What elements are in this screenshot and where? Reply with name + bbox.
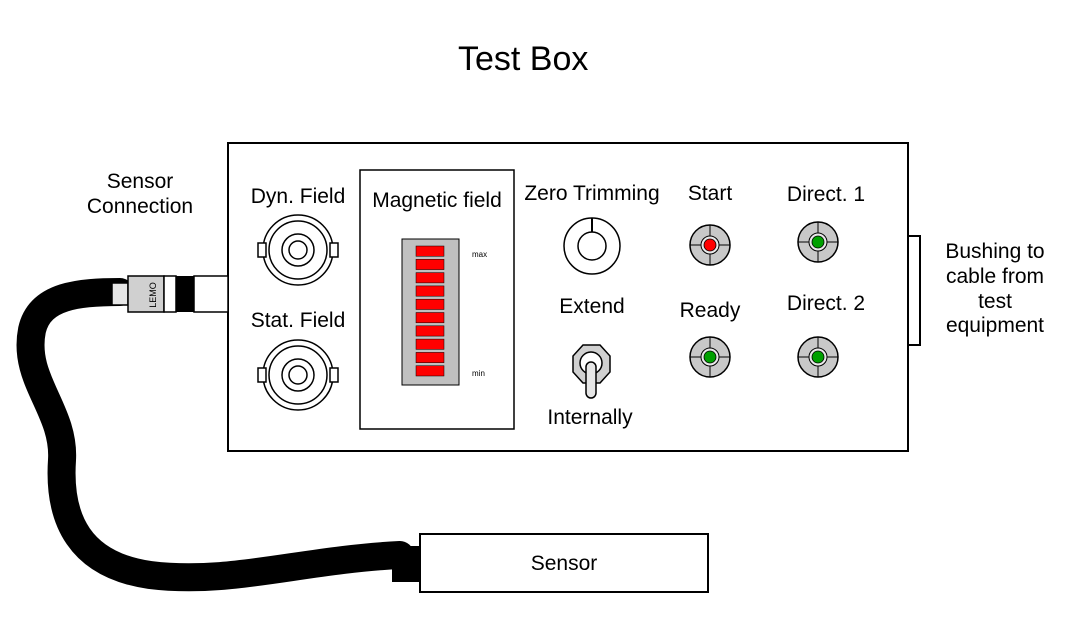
led-indicator-icon	[797, 221, 839, 263]
stat-field-label: Stat. Field	[250, 309, 346, 332]
meter-segment	[415, 298, 445, 310]
lemo-connector[interactable]	[111, 275, 229, 313]
meter-segment	[415, 272, 445, 284]
meter-segment	[415, 312, 445, 324]
sensor-connection-label: Sensor Connection	[78, 170, 202, 220]
extend-label: Extend	[559, 295, 625, 318]
led-indicators	[689, 221, 839, 378]
toggle-switch-icon[interactable]	[572, 344, 611, 399]
sensor-connection-line-1: Sensor	[106, 170, 174, 193]
meter-segment	[415, 285, 445, 297]
dyn-field-label: Dyn. Field	[250, 185, 346, 208]
ready-label: Ready	[679, 299, 741, 322]
meter-segment	[415, 338, 445, 350]
sensor-cable	[16, 278, 414, 592]
start-label: Start	[687, 182, 733, 205]
bnc-connector-icon[interactable]	[257, 339, 339, 411]
sensor-body	[419, 533, 709, 593]
led-indicator-icon	[797, 336, 839, 378]
meter-segment	[415, 245, 445, 257]
meter-segment	[415, 365, 445, 377]
direct-2-label: Direct. 2	[786, 292, 866, 315]
knob-icon[interactable]	[563, 217, 621, 275]
sensor-label: Sensor	[530, 552, 598, 575]
diagram-title: Test Box	[458, 40, 589, 78]
bushing-line-2: cable from	[945, 264, 1045, 288]
test-box-panel	[227, 142, 909, 452]
meter-min-label: min	[472, 369, 485, 378]
meter-max-label: max	[472, 250, 488, 259]
sensor-strain-relief	[392, 546, 420, 582]
bushing-line-1: Bushing to	[945, 240, 1045, 263]
meter-segment	[415, 325, 445, 337]
bushing-line-4: equipment	[945, 314, 1045, 338]
direct-1-label: Direct. 1	[786, 183, 866, 206]
bushing-bracket	[909, 235, 921, 346]
sensor-connection-line-2: Connection	[86, 194, 194, 218]
zero-trimming-label: Zero Trimming	[524, 182, 660, 205]
bushing-label: Bushing to cable from test equipment	[932, 240, 1058, 339]
meter-segments	[415, 245, 445, 377]
lemo-label: LEMO	[148, 282, 158, 308]
internally-label: Internally	[547, 406, 633, 429]
led-indicator-icon	[689, 224, 731, 266]
meter-segment	[415, 352, 445, 363]
magnetic-field-label: Magnetic field	[372, 189, 502, 212]
meter-segment	[415, 259, 445, 270]
led-indicator-icon	[689, 336, 731, 378]
bnc-connector-icon[interactable]	[257, 214, 339, 286]
bushing-line-3: test	[978, 289, 1012, 313]
